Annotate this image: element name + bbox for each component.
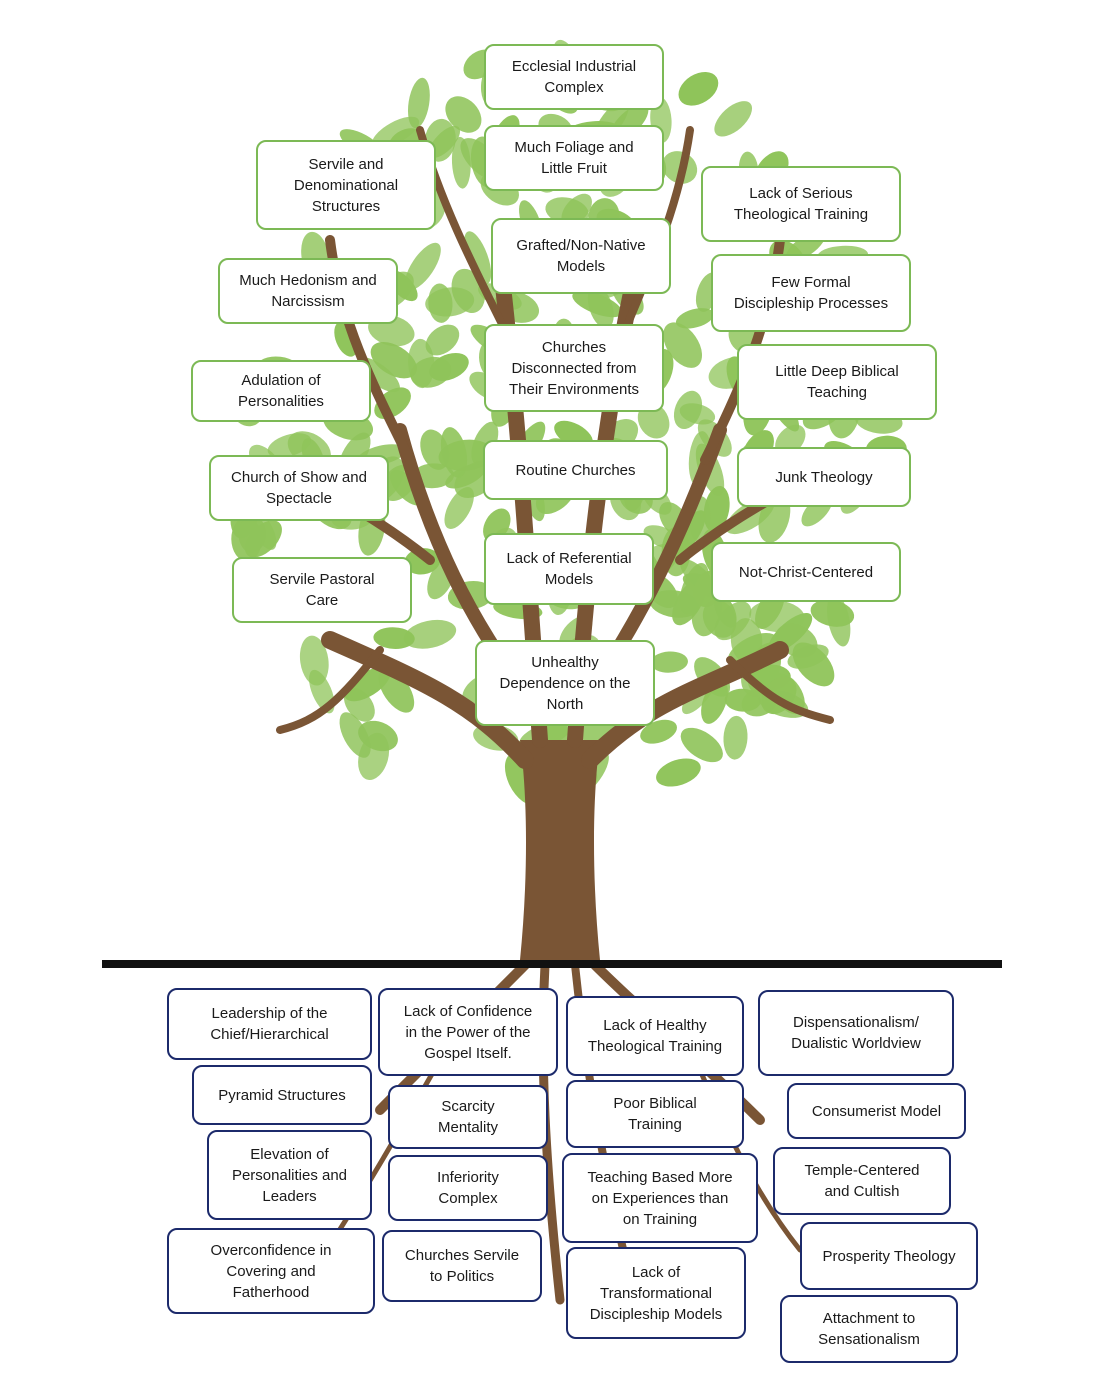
leaf-shape — [663, 322, 703, 368]
leaf-shape — [675, 308, 714, 329]
leaf-shape — [640, 719, 677, 744]
fruit-box-5: Grafted/Non-Native Models — [491, 218, 671, 294]
leaf-shape — [587, 285, 614, 329]
root-box-16: Prosperity Theology — [800, 1222, 978, 1290]
leaf-shape — [238, 515, 266, 553]
fruit-box-14: Lack of Referential Models — [484, 533, 654, 605]
fruit-box-16: Servile Pastoral Care — [232, 557, 412, 623]
fruit-box-17: Unhealthy Dependence on the North — [475, 640, 655, 726]
leaf-shape — [650, 651, 688, 673]
leaf-shape — [792, 642, 835, 687]
root-box-15: Lack of Transformational Discipleship Mo… — [566, 1247, 746, 1339]
leaf-shape — [464, 231, 492, 285]
fruit-box-11: Routine Churches — [483, 440, 668, 500]
fruit-box-12: Junk Theology — [737, 447, 911, 507]
root-box-9: Elevation of Personalities and Leaders — [207, 1130, 372, 1220]
ground-line — [102, 960, 1002, 968]
fruit-box-1: Ecclesial Industrial Complex — [484, 44, 664, 110]
leaf-shape — [673, 390, 703, 430]
fruit-box-3: Servile and Denominational Structures — [256, 140, 436, 230]
fruit-box-13: Church of Show and Spectacle — [209, 455, 389, 521]
root-box-13: Overconfidence in Covering and Fatherhoo… — [167, 1228, 375, 1314]
leaf-shape — [724, 688, 761, 712]
leaf-shape — [678, 71, 719, 106]
root-box-11: Teaching Based More on Experiences than … — [562, 1153, 758, 1243]
leaf-shape — [445, 96, 482, 133]
leaf-shape — [727, 632, 778, 668]
root-box-3: Lack of Healthy Theological Training — [566, 996, 744, 1076]
leaf-shape — [714, 101, 753, 137]
fruit-box-9: Little Deep Biblical Teaching — [737, 344, 937, 420]
leaf-shape — [438, 439, 494, 471]
root-box-7: Poor Biblical Training — [566, 1080, 744, 1148]
leaf-shape — [425, 324, 460, 356]
leaf-shape — [656, 758, 701, 787]
fruit-box-6: Much Hedonism and Narcissism — [218, 258, 398, 324]
fruit-box-15: Not-Christ-Centered — [711, 542, 901, 602]
fruit-box-8: Churches Disconnected from Their Environ… — [484, 324, 664, 412]
root-box-12: Temple-Centered and Cultish — [773, 1147, 951, 1215]
leaf-shape — [339, 712, 371, 758]
leaf-shape — [723, 715, 748, 760]
root-box-14: Churches Servile to Politics — [382, 1230, 542, 1302]
leaf-shape — [299, 635, 329, 686]
root-box-8: Consumerist Model — [787, 1083, 966, 1139]
fruit-box-2: Much Foliage and Little Fruit — [484, 125, 664, 191]
leaf-shape — [267, 433, 312, 458]
leaf-shape — [827, 593, 851, 647]
root-box-10: Inferiority Complex — [388, 1155, 548, 1221]
leaf-shape — [407, 77, 430, 129]
root-box-2: Lack of Confidence in the Power of the G… — [378, 988, 558, 1076]
fruit-box-7: Few Formal Discipleship Processes — [711, 254, 911, 332]
leaf-shape — [370, 341, 417, 379]
root-box-5: Pyramid Structures — [192, 1065, 372, 1125]
root-box-1: Leadership of the Chief/Hierarchical — [167, 988, 372, 1060]
leaf-shape — [680, 727, 723, 763]
root-box-17: Attachment to Sensationalism — [780, 1295, 958, 1363]
leaf-shape — [373, 627, 415, 649]
fruit-box-10: Adulation of Personalities — [191, 360, 371, 422]
root-box-6: Scarcity Mentality — [388, 1085, 548, 1149]
leaf-shape — [404, 242, 441, 291]
leaf-shape — [703, 485, 730, 533]
leaf-shape — [444, 487, 474, 529]
leaf-shape — [403, 619, 457, 649]
fruit-box-4: Lack of Serious Theological Training — [701, 166, 901, 242]
leaf-shape — [429, 352, 469, 381]
leaf-shape — [344, 667, 391, 702]
root-box-4: Dispensationalism/ Dualistic Worldview — [758, 990, 954, 1076]
